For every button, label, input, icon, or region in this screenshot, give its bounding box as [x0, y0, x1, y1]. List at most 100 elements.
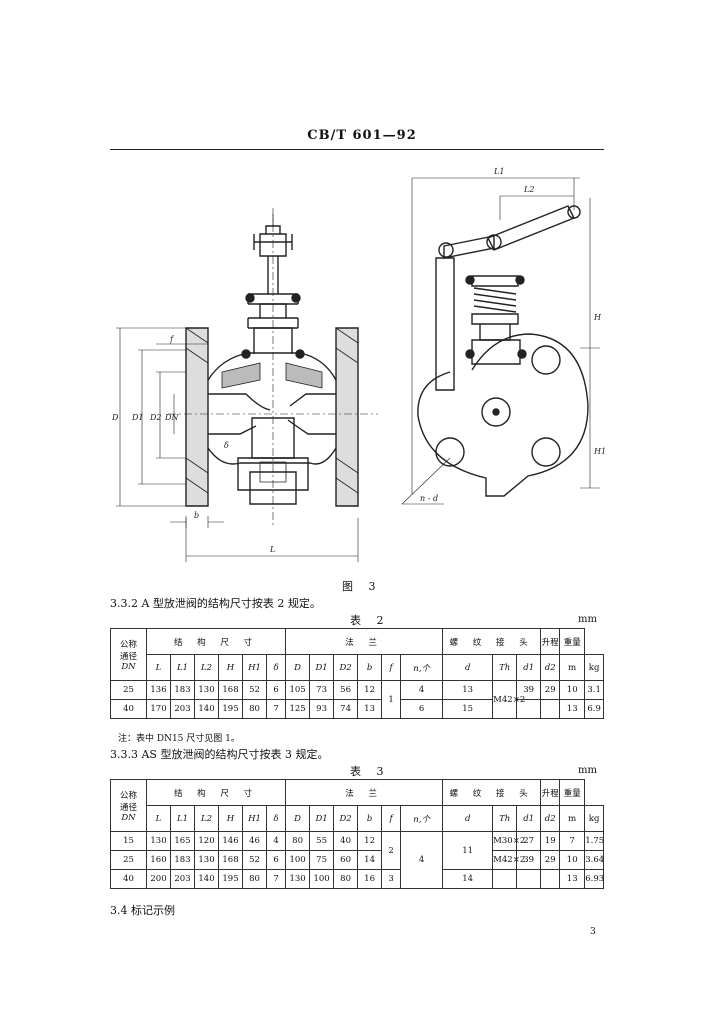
- t2-r2-d: 15: [442, 699, 494, 719]
- t3-sub-d: d: [442, 805, 494, 832]
- t2-r1-m: 10: [559, 680, 586, 700]
- t2-r2-L: 170: [146, 699, 171, 719]
- t2-h-lift: 升程: [540, 628, 561, 655]
- t2-r1-H1: 52: [242, 680, 267, 700]
- t2-r2-b: 13: [357, 699, 383, 719]
- t2-r1-L1: 183: [170, 680, 195, 700]
- table3-caption: 表 3: [350, 765, 390, 778]
- t2-sub-m: m: [559, 654, 586, 681]
- header-rule: [110, 149, 604, 150]
- t3-sub-delta: δ: [265, 805, 287, 832]
- table3-unit: mm: [578, 765, 597, 776]
- t3-r1-L1: 165: [170, 831, 195, 851]
- t3-sub-b: b: [357, 805, 383, 832]
- t2-sub-delta: δ: [265, 654, 287, 681]
- t3-r3-b: 16: [357, 869, 383, 889]
- t3-r1-m: 7: [559, 831, 586, 851]
- t2-th-merged: M42×2: [492, 680, 525, 719]
- t3-sub-m: m: [559, 805, 586, 832]
- t3-r3-f: 3: [381, 869, 402, 889]
- table2-caption: 表 2: [350, 614, 390, 627]
- t2-r2-D1: 93: [309, 699, 335, 719]
- t3-r1-D2: 40: [333, 831, 359, 851]
- t3-r2-L2: 130: [194, 850, 219, 870]
- t3-sub-Th: Th: [492, 805, 518, 832]
- t3-r3-d2: [540, 869, 561, 889]
- t3-r2-L: 160: [146, 850, 171, 870]
- t2-sub-Th: Th: [492, 654, 518, 681]
- t3-sub-H: H: [218, 805, 243, 832]
- label-H1: H1: [593, 447, 606, 456]
- t3-r3-m: 13: [559, 869, 586, 889]
- t2-r1-D1: 73: [309, 680, 335, 700]
- t3-r3-delta: 7: [265, 869, 287, 889]
- t3-r1-kg: 1.75: [584, 831, 604, 851]
- t2-r2-n: 6: [400, 699, 444, 719]
- t3-r3-dn: 40: [110, 869, 147, 889]
- t3-sub-H1: H1: [242, 805, 267, 832]
- t2-r2-d2: [540, 699, 561, 719]
- section-3-3-3: 3.3.3 AS 型放泄阀的结构尺寸按表 3 规定。: [110, 748, 329, 761]
- t3-r3-Th: [492, 869, 518, 889]
- table-3: 公称 通径 DN 结 构 尺 寸 法 兰 螺 纹 接 头 升程 重量 L L1 …: [110, 779, 604, 889]
- valve-drawing: f D D1 D2 DN b L δ L1 L2 H H1 n - d: [111, 167, 606, 562]
- t3-r1-Th: M30×2: [492, 831, 525, 851]
- t3-f-merged: 2: [381, 831, 402, 870]
- t2-sub-kg: kg: [584, 654, 604, 681]
- t2-r2-m: 13: [559, 699, 586, 719]
- t3-r2-dn: 25: [110, 850, 147, 870]
- t3-sub-D2: D2: [333, 805, 359, 832]
- table-2: 公称 通径 DN 结 构 尺 寸 法 兰 螺 纹 接 头 升程 重量 L L1 …: [110, 628, 604, 719]
- document-header: CB/T 601—92: [307, 128, 417, 143]
- t2-r2-dn: 40: [110, 699, 147, 719]
- label-H: H: [593, 313, 602, 322]
- t2-r1-D2: 56: [333, 680, 359, 700]
- label-DN: DN: [164, 413, 179, 422]
- label-nd: n - d: [420, 494, 438, 503]
- t3-r2-D2: 60: [333, 850, 359, 870]
- t3-r3-L2: 140: [194, 869, 219, 889]
- page-number: 3: [590, 927, 596, 937]
- t2-sub-D1: D1: [309, 654, 335, 681]
- t3-r3-kg: 6.93: [584, 869, 604, 889]
- t2-r1-delta: 6: [265, 680, 287, 700]
- t2-r1-kg: 3.1: [584, 680, 604, 700]
- t2-h-struct: 结 构 尺 寸: [145, 628, 287, 655]
- t2-r1-D: 105: [285, 680, 311, 700]
- section-3-4: 3.4 标记示例: [110, 904, 175, 917]
- t3-r2-b: 14: [357, 850, 383, 870]
- t2-h-dn-1: 公称: [119, 639, 137, 650]
- t3-n-merged: 4: [400, 831, 444, 889]
- table2-unit: mm: [578, 614, 597, 625]
- t2-sub-L1: L1: [170, 654, 195, 681]
- t2-sub-H: H: [218, 654, 243, 681]
- t2-h-dn-3: DN: [121, 661, 136, 672]
- t2-sub-D: D: [285, 654, 311, 681]
- t3-r3-D1: 100: [309, 869, 335, 889]
- t3-h-dn-1: 公称: [119, 790, 137, 801]
- t2-sub-f: f: [381, 654, 402, 681]
- t3-r3-D: 130: [285, 869, 311, 889]
- t2-sub-H1: H1: [242, 654, 267, 681]
- t3-r1-b: 12: [357, 831, 383, 851]
- t3-r2-D: 100: [285, 850, 311, 870]
- label-delta: δ: [224, 441, 229, 450]
- label-L: L: [269, 545, 275, 554]
- t3-r1-H1: 46: [242, 831, 267, 851]
- t2-r2-L2: 140: [194, 699, 219, 719]
- t2-h-dn: 公称 通径 DN: [110, 628, 147, 681]
- t3-sub-f: f: [381, 805, 402, 832]
- t3-r1-L2: 120: [194, 831, 219, 851]
- t3-r3-L1: 203: [170, 869, 195, 889]
- t2-r1-n: 4: [400, 680, 444, 700]
- t3-r2-L1: 183: [170, 850, 195, 870]
- label-b: b: [194, 511, 199, 520]
- t2-sub-d: d: [442, 654, 494, 681]
- figure-caption: 图 3: [342, 580, 382, 593]
- t2-r1-dn: 25: [110, 680, 147, 700]
- t3-h-weight: 重量: [559, 779, 586, 806]
- t2-sub-b: b: [357, 654, 383, 681]
- t2-h-dn-2: 通径: [119, 651, 137, 662]
- label-L1: L1: [493, 167, 504, 176]
- label-f: f: [169, 335, 175, 344]
